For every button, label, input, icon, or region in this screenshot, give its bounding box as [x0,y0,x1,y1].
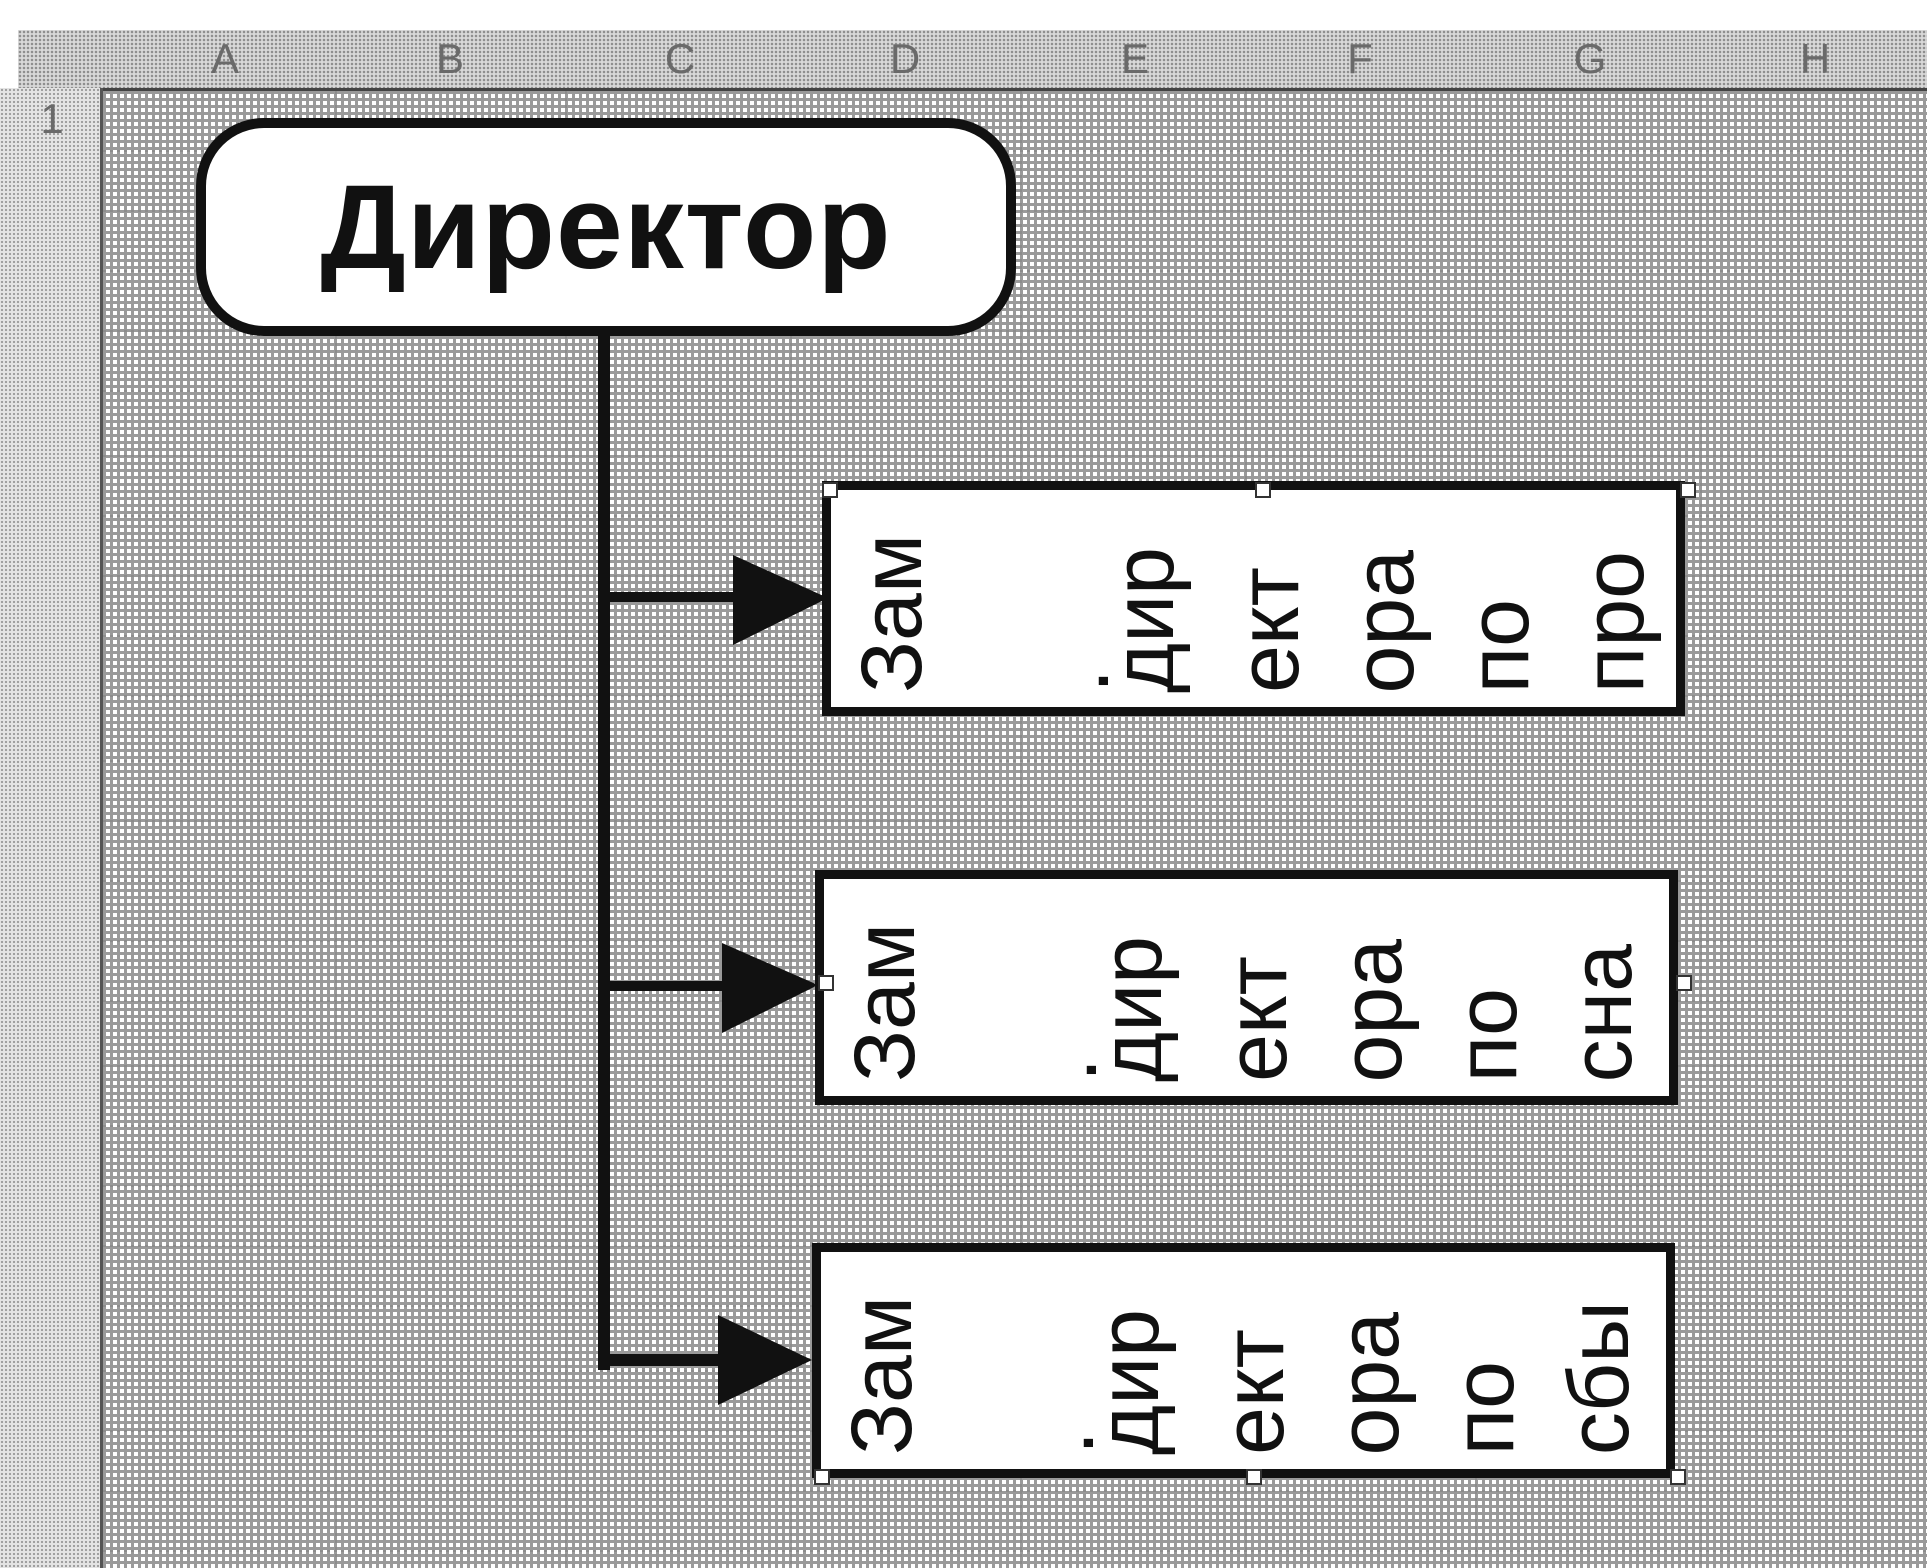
column-header-h[interactable]: H [1799,35,1831,82]
selection-handle[interactable] [1246,1469,1262,1485]
column-header-e[interactable]: E [1120,35,1149,82]
selection-handle[interactable] [1676,975,1692,991]
box-text: Зам [834,1296,930,1455]
column-header-c[interactable]: C [664,35,696,82]
gridline [1475,91,1477,1568]
gridline [103,760,1927,762]
gridline [335,91,337,1568]
gridline [1245,91,1247,1568]
gridline [103,455,1927,457]
director-label: Директор [320,160,892,294]
top-margin [0,0,1927,30]
box-text: ект [1221,567,1317,693]
box-text: по [1436,1360,1532,1455]
gridline [565,91,567,1568]
column-header-g[interactable]: G [1573,35,1607,82]
director-shape[interactable]: Директор [196,118,1016,336]
column-header-b[interactable]: B [435,35,464,82]
selection-handle[interactable] [1680,482,1696,498]
selection-handle[interactable] [822,482,838,498]
row-header-1[interactable]: 1 [40,95,64,142]
gridline [103,330,1927,332]
gridline [103,1185,1927,1187]
column-header-f[interactable]: F [1347,35,1373,82]
box-text: сбы [1551,1300,1647,1455]
gridline [103,820,1927,822]
gridline [103,390,1927,392]
box-text: сна [1554,943,1650,1082]
box-text: дир [1081,1308,1177,1455]
gridline [1020,91,1022,1568]
box-text: дир [1084,935,1180,1082]
column-header-a[interactable]: A [210,35,239,82]
gridline [790,91,792,1568]
box-text: ора [1321,1311,1417,1456]
branch-line-1[interactable] [598,592,748,602]
deputy-box-1[interactable]: Зам . дир ект ора по про [822,481,1685,716]
row-header-bar [0,88,103,1568]
selection-handle[interactable] [1670,1469,1686,1485]
box-text: ект [1206,1329,1302,1455]
box-text: Зам [844,534,940,693]
arrowhead-3 [718,1315,812,1405]
column-header-d[interactable]: D [889,35,921,82]
column-header-bar [18,30,1927,91]
selection-handle[interactable] [1255,482,1271,498]
deputy-box-2[interactable]: Зам . дир ект ора по сна [815,870,1678,1105]
deputy-box-3[interactable]: Зам . дир ект ора по сбы [812,1243,1675,1478]
arrowhead-1 [733,555,828,645]
box-text: Зам [837,923,933,1082]
gridline [103,150,1927,152]
box-text: ект [1209,956,1305,1082]
branch-line-3[interactable] [598,1354,738,1366]
gridline [103,1125,1927,1127]
gridline [103,1490,1927,1492]
selection-handle[interactable] [818,975,834,991]
box-text: про [1566,550,1662,693]
box-text: ора [1324,938,1420,1083]
selection-handle[interactable] [814,1469,830,1485]
arrowhead-2 [722,943,818,1033]
gridline [1700,91,1702,1568]
box-text: по [1451,598,1547,693]
box-text: дир [1096,546,1192,693]
branch-line-2[interactable] [598,981,738,991]
box-text: ора [1336,549,1432,694]
box-text: по [1439,987,1535,1082]
gridline [103,1550,1927,1552]
